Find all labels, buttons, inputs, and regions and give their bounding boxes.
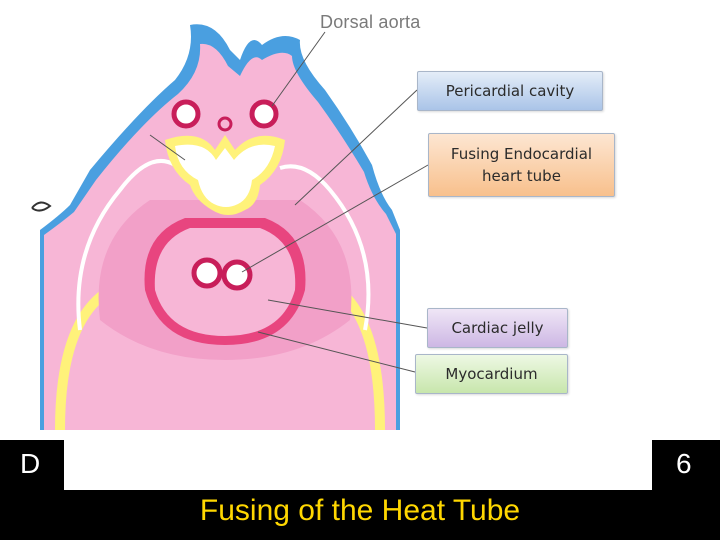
- myocardium-label: Myocardium: [415, 354, 568, 394]
- footer-strip: [64, 440, 652, 490]
- pericardial-cavity-label: Pericardial cavity: [417, 71, 603, 111]
- cardiac-jelly-label: Cardiac jelly: [427, 308, 568, 348]
- leader-lines: [149, 31, 429, 373]
- dorsal-aorta-right: [249, 99, 279, 129]
- panel-letter: D: [20, 448, 41, 479]
- notochord: [217, 116, 233, 132]
- tissue-fold-mark: [31, 201, 52, 212]
- dorsal-aorta-label: Dorsal aorta: [320, 12, 421, 32]
- slide-caption: Fusing of the Heat Tube: [199, 494, 521, 527]
- embryo-cross-section-diagram: [31, 24, 429, 431]
- slide-number: 6: [676, 448, 692, 479]
- dorsal-aorta-left: [171, 99, 201, 129]
- foregut-lumen: [175, 144, 275, 207]
- fusing-endocardial-label: Fusing Endocardial heart tube: [428, 133, 615, 197]
- coelom-outline: [76, 159, 371, 331]
- endocardial-tube-right: [221, 259, 253, 291]
- endocardial-tube-left: [191, 257, 223, 289]
